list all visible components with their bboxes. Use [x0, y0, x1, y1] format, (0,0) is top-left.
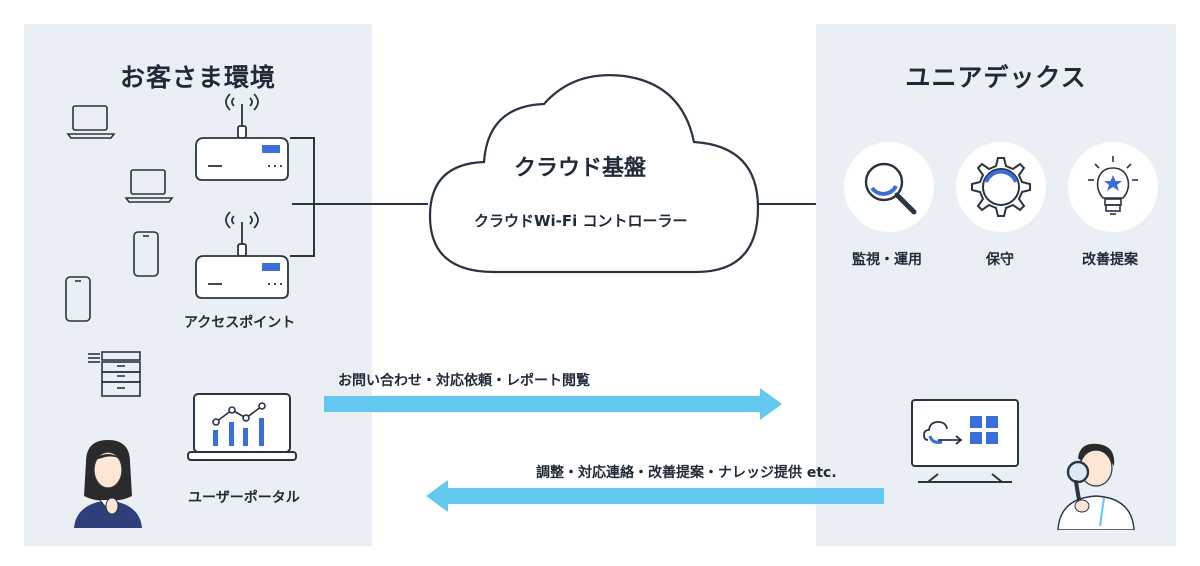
- request-arrow: [324, 388, 782, 420]
- response-arrow: [426, 480, 884, 512]
- laptop-icon: [66, 105, 116, 139]
- access-point-icon: [195, 93, 289, 181]
- service-label-monitoring: 監視・運用: [852, 252, 922, 268]
- smartphone-icon: [65, 276, 91, 322]
- cloud-icon: [428, 74, 760, 274]
- service-label-maintenance: 保守: [986, 252, 1014, 268]
- magnifier-icon: [864, 162, 917, 215]
- response-arrow-label: 調整・対応連絡・改善提案・ナレッジ提供 etc.: [536, 465, 837, 481]
- cloud-dashboard-monitor-icon: [911, 399, 1019, 483]
- monitoring-circle: [844, 142, 934, 232]
- customer-person-icon: [74, 440, 142, 528]
- uniadex-title: ユニアデックス: [905, 63, 1087, 92]
- laptop-icon: [124, 169, 174, 203]
- cloud-subtitle: クラウドWi-Fi コントローラー: [474, 212, 688, 230]
- printer-icon: [88, 351, 141, 397]
- staff-person-icon: [1057, 443, 1135, 530]
- maintenance-circle: [956, 142, 1046, 232]
- request-arrow-label: お問い合わせ・対応依頼・レポート閲覧: [338, 373, 590, 389]
- lightbulb-icon: [1088, 156, 1138, 215]
- access-point-icon: [195, 211, 289, 299]
- smartphone-icon: [133, 231, 159, 277]
- cloud-title: クラウド基盤: [514, 156, 647, 181]
- gear-icon: [971, 157, 1031, 217]
- user-portal-laptop-icon: [187, 393, 297, 461]
- service-label-improvement: 改善提案: [1082, 252, 1138, 268]
- access-point-label: アクセスポイント: [184, 315, 296, 331]
- user-portal-label: ユーザーポータル: [188, 490, 300, 506]
- customer-environment-title: お客さま環境: [119, 63, 276, 92]
- improvement-circle: [1068, 142, 1158, 232]
